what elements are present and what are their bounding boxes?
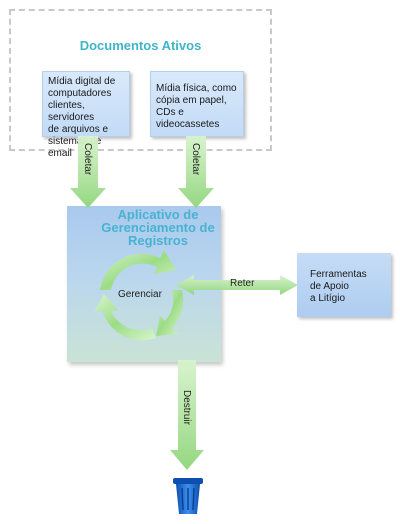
collect-label-right: Coletar — [190, 143, 201, 176]
tools-line: a Litígio — [310, 293, 346, 304]
digital-media-box: Mídia digital de computadores clientes, … — [42, 71, 130, 159]
tools-line: de Apoio — [310, 281, 349, 292]
litigation-tools-box: Ferramentas de Apoio a Litígio — [297, 253, 391, 317]
collect-arrow-right — [178, 136, 214, 208]
destroy-label: Destruir — [181, 390, 192, 426]
collect-label-left: Coletar — [82, 143, 93, 176]
digital-media-line: sistemas de email — [48, 136, 102, 159]
retain-label: Reter — [230, 278, 255, 289]
tools-line: Ferramentas — [310, 269, 367, 280]
physical-media-line: CDs e videocassetes — [156, 107, 220, 130]
digital-media-line: clientes, servidores — [48, 100, 95, 123]
collect-arrow-left — [70, 136, 106, 208]
retain-double-arrow — [176, 275, 298, 295]
app-title-line: Aplicativo de — [117, 207, 199, 222]
digital-media-line: Mídia digital de — [48, 76, 116, 87]
app-title-line: Gerenciamento de — [101, 220, 215, 235]
manage-label: Gerenciar — [118, 289, 162, 300]
app-title-line: Registros — [128, 233, 188, 248]
destroy-arrow — [170, 360, 204, 470]
physical-media-line: cópia em papel, — [156, 95, 227, 106]
manage-cycle-icon — [94, 250, 184, 341]
active-documents-title: Documentos Ativos — [79, 38, 202, 53]
digital-media-line: de arquivos e — [48, 124, 109, 135]
digital-media-line: computadores — [48, 88, 112, 99]
trash-can-icon — [173, 478, 203, 514]
physical-media-line: Mídia física, como — [156, 83, 237, 94]
active-documents-frame — [9, 9, 272, 151]
app-title: Aplicativo de Gerenciamento de Registros — [88, 208, 228, 247]
